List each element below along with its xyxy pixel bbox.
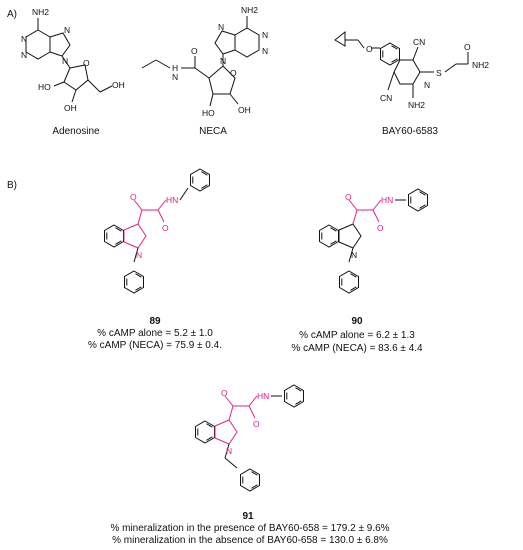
atom-label: N [21,50,27,60]
atom-label: NH2 [241,5,258,15]
c90-line2: % cAMP (NECA) = 83.6 ± 4.4 [291,343,423,354]
panel-a-label: A) [7,9,17,20]
atom-label: N [220,56,226,66]
c91-id: 91 [242,511,254,522]
bay-structure [334,30,469,98]
adenosine-atoms: NH2 N N N N O HO OH OH [21,7,125,113]
atom-label: N [351,250,357,260]
atom-label: N [136,250,142,260]
c89-line1: % cAMP alone = 5.2 ± 1.0 [97,328,213,339]
c91-line1: % mineralization in the presence of BAY6… [110,523,390,534]
atom-label: O [130,192,137,202]
atom-label: NH2 [408,100,425,110]
bay-label: BAY60-6583 [382,126,438,137]
atom-label: N [172,72,178,82]
c90-line1: % cAMP alone = 6.2 ± 1.3 [299,330,415,341]
atom-label: N [62,56,68,66]
c89-structure [104,168,210,294]
c91-line2: % mineralization in the absence of BAY60… [112,535,388,546]
bay-atoms: O CN CN N S O NH2 NH2 [366,37,489,110]
neca-structure [141,16,260,107]
atom-label: CN [380,93,392,103]
atom-label: N [218,22,224,32]
c91-atoms: O O HN N [221,388,269,456]
atom-label: O [230,68,237,78]
atom-label: O [83,58,90,68]
adenosine-label: Adenosine [52,126,100,137]
atom-label: O [162,223,169,233]
atom-label: O [366,44,373,54]
atom-label: H [172,63,178,73]
atom-label: OH [112,80,125,90]
panel-b-label: B) [7,180,17,191]
atom-label: S [436,68,442,78]
atom-label: O [345,192,352,202]
c90-id: 90 [351,316,363,327]
atom-label: HN [166,195,178,205]
atom-label: O [191,46,198,56]
atom-label: NH2 [32,7,49,17]
atom-label: O [377,223,384,233]
c89-id: 89 [149,316,161,327]
atom-label: HN [257,391,269,401]
atom-label: O [253,419,260,429]
atom-label: NH2 [472,60,489,70]
atom-label: N [64,25,70,35]
c90-atoms: O O HN [345,192,393,233]
atom-label: N [226,446,232,456]
atom-label: HN [381,195,393,205]
neca-atoms: NH2 N N N N O H N O HO OH [172,5,268,118]
c91-structure [195,384,304,492]
atom-label: N [21,34,27,44]
adenosine-structure [25,18,113,103]
neca-label: NECA [199,126,227,137]
atom-label: HO [202,108,215,118]
atom-label: N [424,80,430,90]
c89-line2: % cAMP (NECA) = 75.9 ± 0.4. [88,340,222,351]
atom-label: N [262,30,268,40]
c89-atoms: O O HN N [130,192,178,260]
atom-label: OH [238,105,251,115]
atom-label: N [262,46,268,56]
atom-label: OH [64,103,77,113]
c90-structure [319,188,428,294]
atom-label: O [221,388,228,398]
atom-label: CN [413,37,425,47]
atom-label: HO [38,82,51,92]
atom-label: O [464,42,471,52]
